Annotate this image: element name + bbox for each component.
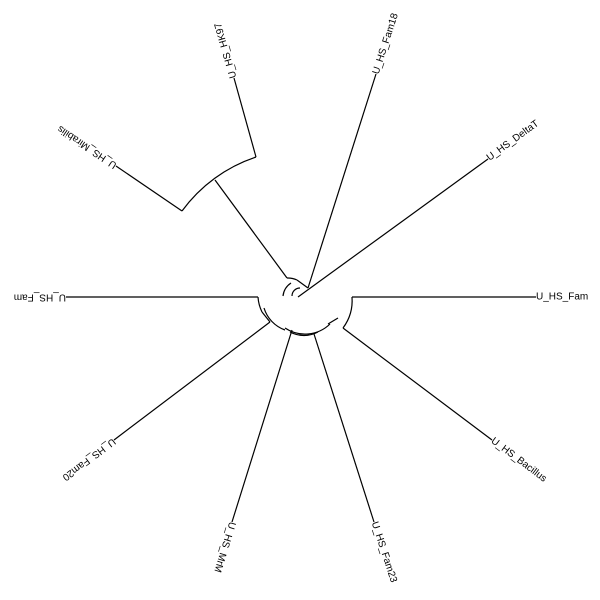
arc-upper-clade bbox=[282, 282, 292, 297]
arc-fam18-hk97 bbox=[286, 277, 298, 281]
leaf-label-mm: U_HS_MrM bbox=[211, 520, 237, 573]
tree-leaf-labels: U_HS_Fam U_HS_Fam20 U_HS_MrM U_HS_Fam23 … bbox=[14, 12, 589, 585]
branch-fam18 bbox=[307, 73, 377, 289]
edge-fam18-inner bbox=[296, 279, 309, 289]
branch-fam20 bbox=[113, 321, 271, 441]
branch-deltat bbox=[297, 158, 489, 298]
leaf-label-fam18: U_HS_Fam18 bbox=[371, 12, 401, 76]
arc-hk97-mirabilis bbox=[181, 156, 257, 212]
tree-branches bbox=[66, 73, 536, 523]
arc-left-clade bbox=[263, 307, 286, 331]
arc-mm-fam23 bbox=[289, 331, 319, 336]
leaf-label-deltat: U_HS_DeltaT bbox=[485, 118, 541, 163]
edge-right-clade bbox=[327, 317, 339, 325]
leaf-label-mirabilis: U_HS_Mirabilis bbox=[56, 123, 119, 171]
arc-bacillus-fam bbox=[342, 296, 353, 329]
branch-fam23 bbox=[313, 333, 375, 523]
branch-bacillus bbox=[342, 327, 493, 441]
edge-fam-fam20 bbox=[261, 311, 271, 323]
edge-hk97-mirabilis bbox=[214, 179, 288, 279]
leaf-label-fam1: U_HS_Fam bbox=[536, 292, 588, 303]
leaf-label-hk97: U_HS_HK97 bbox=[213, 21, 239, 79]
branch-hk97 bbox=[233, 77, 257, 158]
leaf-label-fam: U_HS_Fam bbox=[14, 292, 66, 303]
arc-deltat bbox=[291, 287, 301, 297]
leaf-label-fam20: U_HS_Fam20 bbox=[60, 436, 118, 483]
arc-lower-clade bbox=[284, 323, 331, 335]
leaf-label-bacillus: U_HS_Bacillus bbox=[489, 436, 549, 485]
branch-mm bbox=[231, 329, 293, 523]
branch-mirabilis bbox=[115, 165, 183, 212]
leaf-label-fam23: U_HS_Fam23 bbox=[369, 520, 399, 584]
arc-fam-fam20 bbox=[257, 296, 263, 313]
